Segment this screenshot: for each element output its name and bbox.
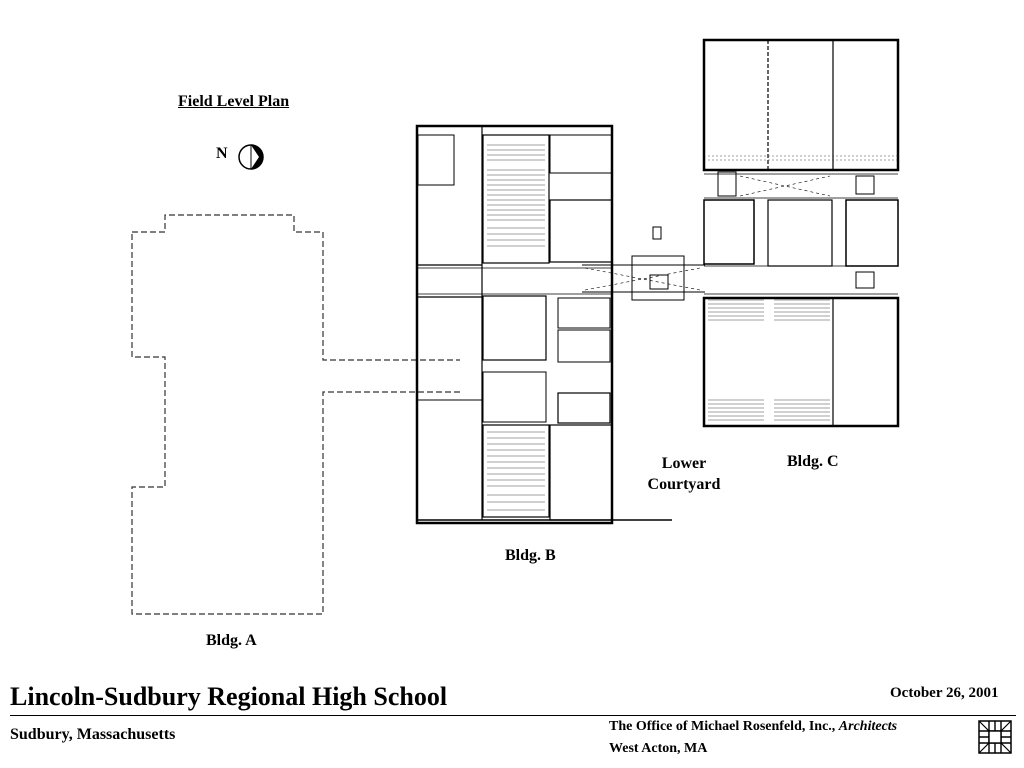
building-b-plan [415,124,672,525]
school-name: Lincoln-Sudbury Regional High School [10,682,448,711]
building-a-outline [131,214,460,615]
footer-divider [10,715,1016,716]
architect-role: Architects [838,719,898,734]
building-c-label: Bldg. C [787,453,839,470]
connector-corridor [582,226,705,301]
architect-name: The Office of Michael Rosenfeld, Inc., [609,719,836,734]
north-arrow-icon [238,144,264,170]
school-location: Sudbury, Massachusetts [10,726,176,743]
plan-date: October 26, 2001 [890,685,999,701]
building-c-plan [702,38,900,428]
north-label: N [216,145,228,162]
bleacher-hatching-c [708,155,898,421]
architect-city: West Acton, MA [609,741,708,756]
firm-logo-icon [978,720,1012,754]
bleacher-hatching-b [487,144,545,511]
building-b-label: Bldg. B [505,547,556,564]
building-a-label: Bldg. A [206,632,257,649]
courtyard-label: Lower Courtyard [647,455,721,493]
plan-title: Field Level Plan [178,93,290,110]
architect-firm: The Office of Michael Rosenfeld, Inc., A… [609,720,897,734]
